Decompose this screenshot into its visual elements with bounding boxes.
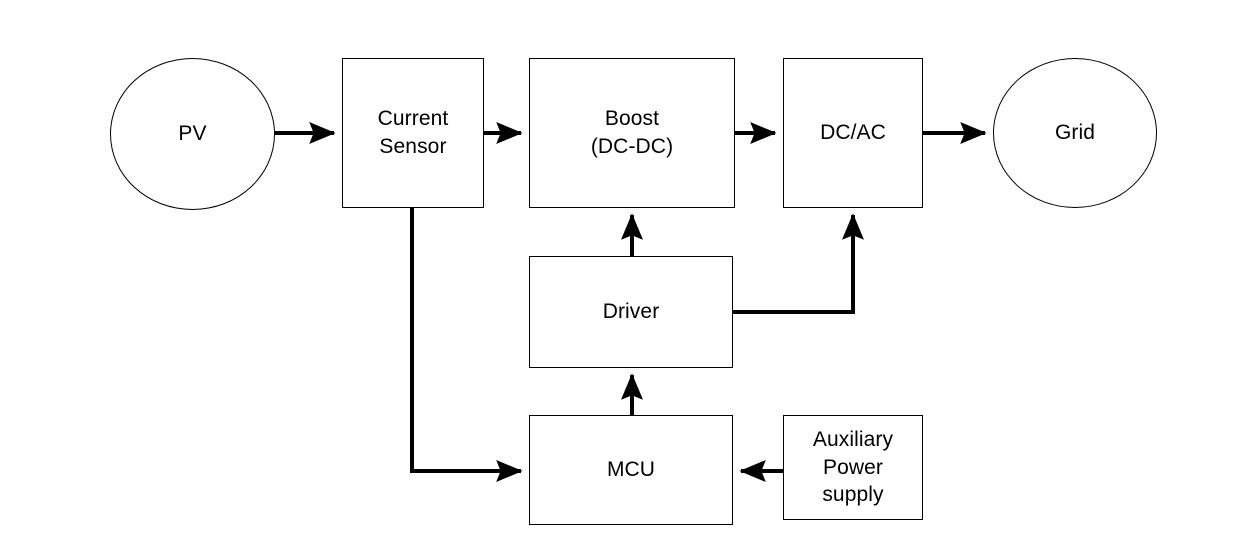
node-label-grid: Grid xyxy=(1054,121,1096,145)
node-label-auxpower: Auxiliary Power supply xyxy=(812,427,894,507)
node-label-current: Current Sensor xyxy=(377,107,449,158)
node-dcac[interactable]: DC/AC xyxy=(783,58,923,208)
node-grid[interactable]: Grid xyxy=(993,58,1157,208)
node-label-boost: Boost (DC-DC) xyxy=(590,107,674,158)
node-auxpower[interactable]: Auxiliary Power supply xyxy=(783,415,923,520)
node-mcu[interactable]: MCU xyxy=(529,415,733,525)
edge-current-to-mcu xyxy=(410,208,523,483)
node-label-driver: Driver xyxy=(602,300,660,324)
edge-driver-to-dcac xyxy=(733,213,865,314)
node-current[interactable]: Current Sensor xyxy=(342,58,484,208)
node-label-pv: PV xyxy=(178,122,207,146)
node-driver[interactable]: Driver xyxy=(529,256,733,368)
node-pv[interactable]: PV xyxy=(110,58,275,210)
node-label-mcu: MCU xyxy=(606,458,656,482)
node-label-dcac: DC/AC xyxy=(820,121,886,145)
node-boost[interactable]: Boost (DC-DC) xyxy=(529,58,735,208)
